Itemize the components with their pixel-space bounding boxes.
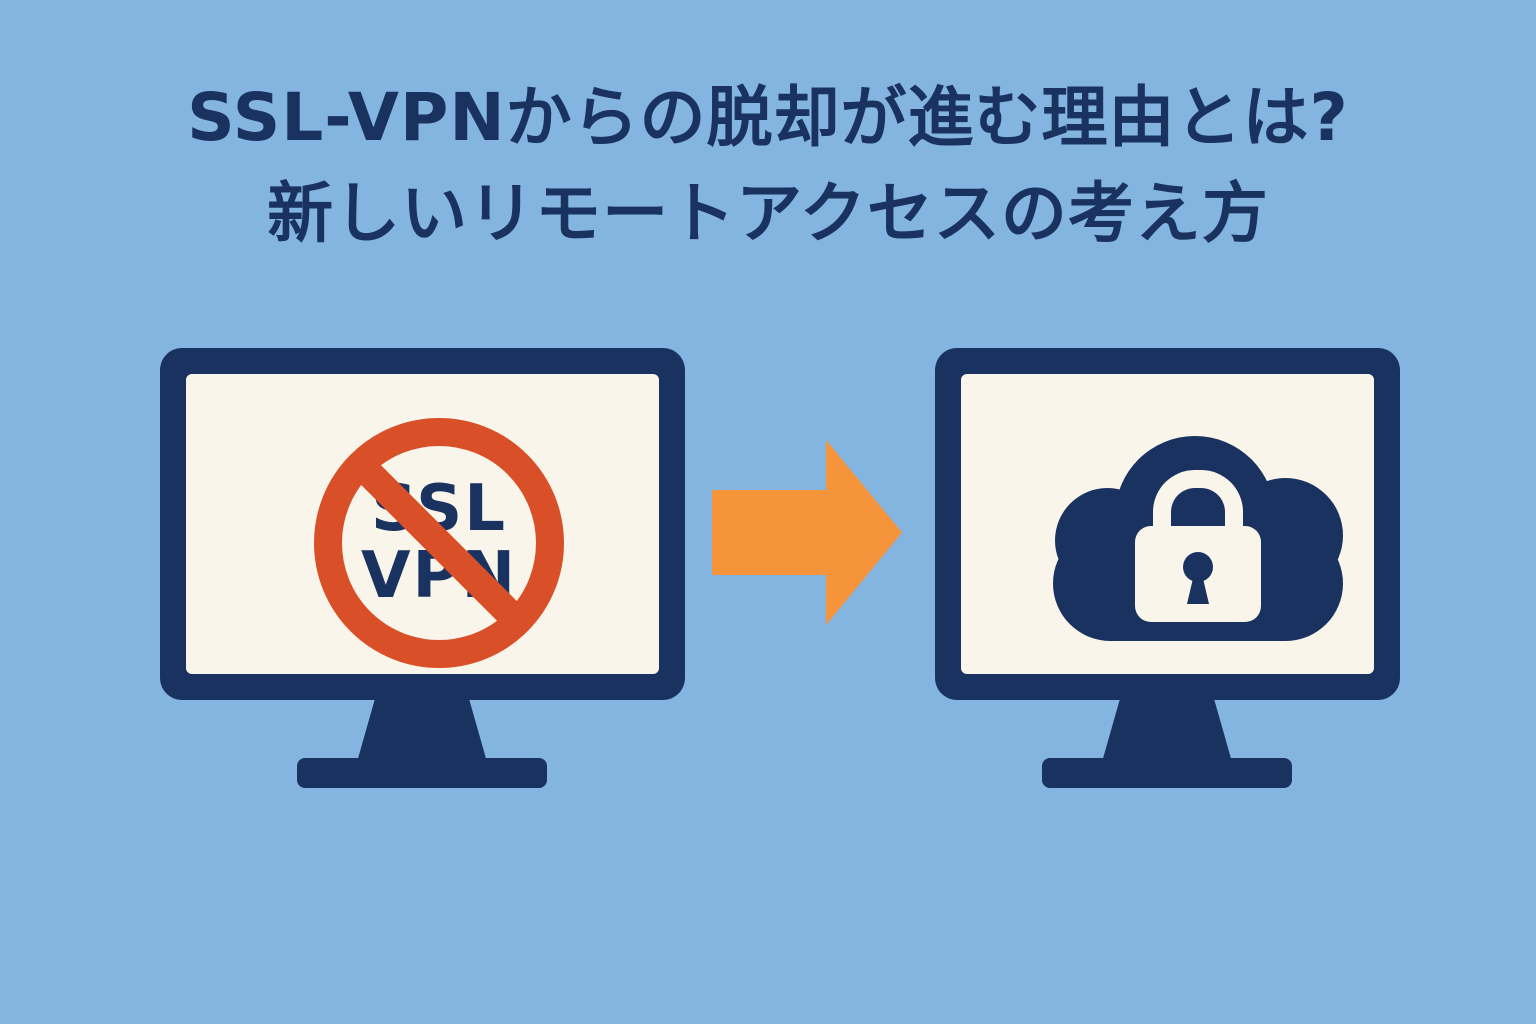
left-monitor-screen: SSL VPN [186, 374, 659, 674]
left-monitor-stand [357, 698, 487, 762]
arrow-right-icon [712, 440, 902, 625]
no-ssl-vpn-icon: SSL VPN [314, 418, 564, 668]
title-line-2: 新しいリモートアクセスの考え方 [267, 174, 1269, 252]
right-monitor-stand [1102, 698, 1232, 762]
padlock-keyhole-stem-icon [1187, 574, 1209, 604]
page-title: SSL-VPNからの脱却が進む理由とは? 新しいリモートアクセスの考え方 [0, 70, 1536, 261]
right-monitor-base [1042, 758, 1292, 788]
title-line-1: SSL-VPNからの脱却が進む理由とは? [187, 79, 1349, 156]
left-monitor-frame: SSL VPN [160, 348, 685, 700]
right-monitor-frame [935, 348, 1400, 700]
left-monitor-base [297, 758, 547, 788]
right-monitor-screen [961, 374, 1374, 674]
secure-cloud-icon [1053, 436, 1343, 641]
